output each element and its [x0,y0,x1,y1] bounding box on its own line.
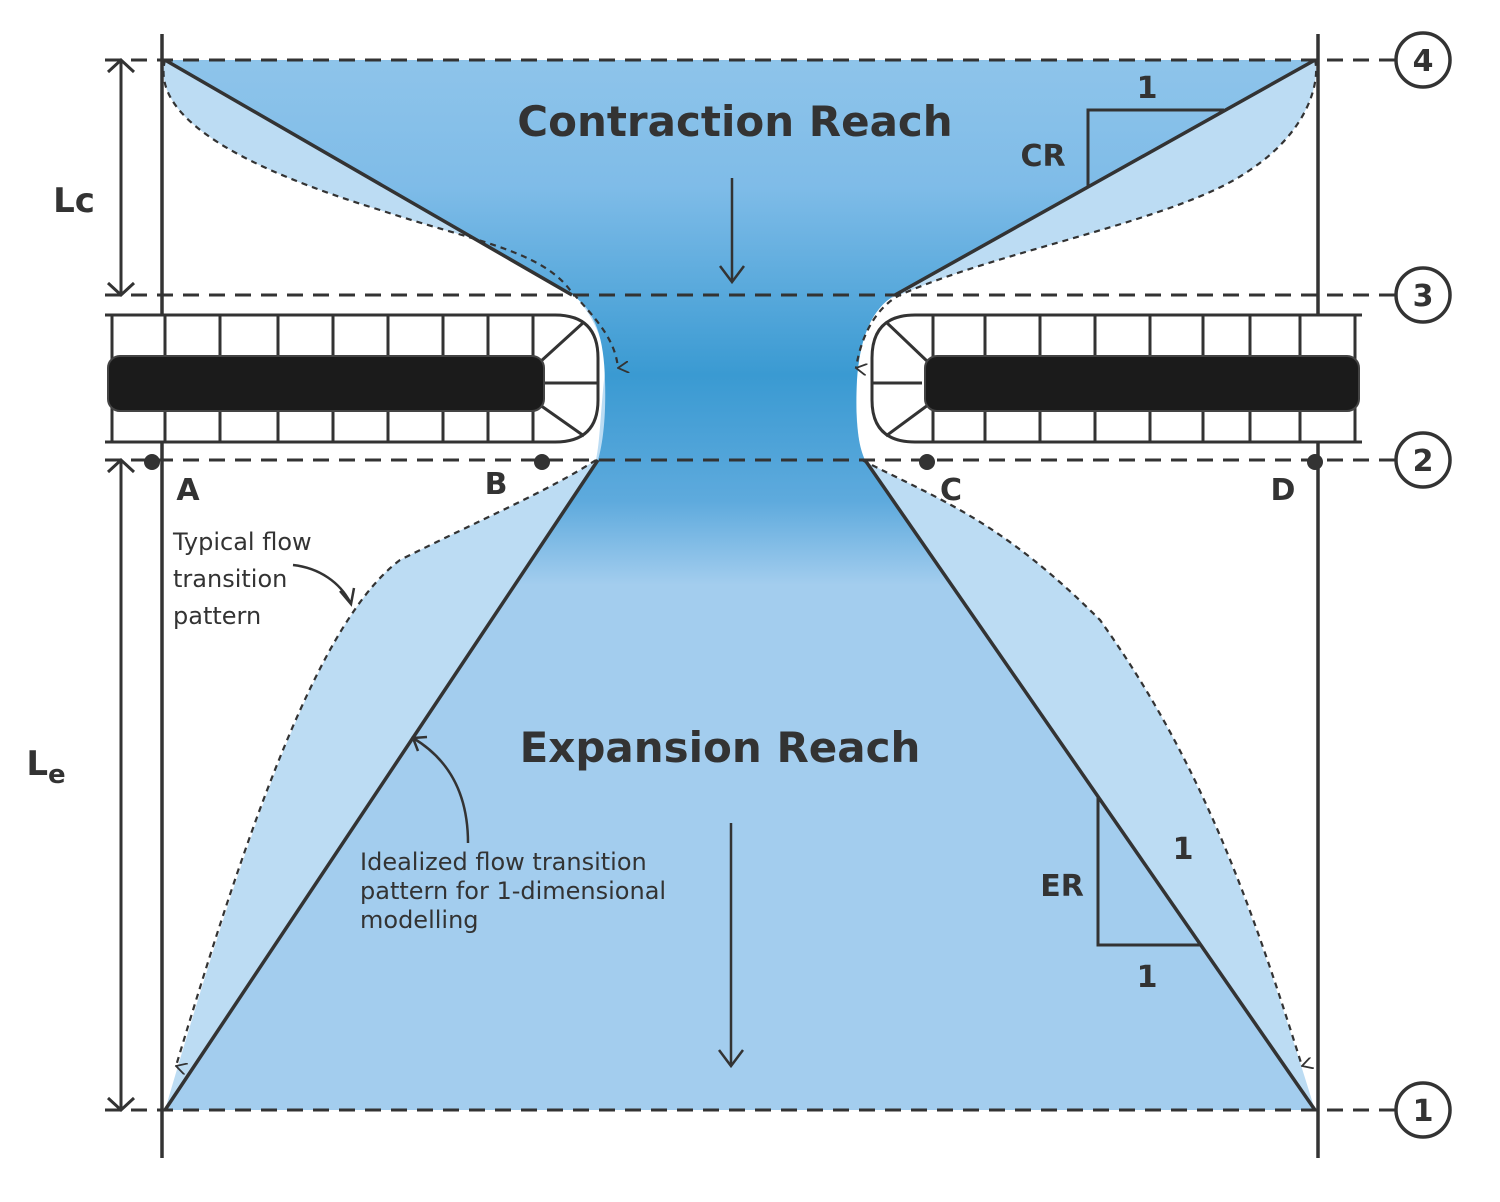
section-circles [1394,31,1452,1139]
le-label: Le [26,744,65,790]
ideal-line-lower-left [163,459,600,1111]
section-3-circle [1394,266,1452,324]
section-2-label: 2 [1413,444,1434,479]
section-4-label: 4 [1413,44,1434,79]
er-rise-label: 1 [1173,832,1194,867]
point-b-dot [534,454,550,470]
section-3-label: 3 [1413,279,1434,314]
point-d-dot [1307,454,1323,470]
ideal-line-upper-left [164,58,573,297]
expansion-reach-title: Expansion Reach [520,723,921,772]
section-1-circle [1394,1081,1452,1139]
contraction-reach-title: Contraction Reach [517,97,952,146]
lc-label: Lc [53,181,95,221]
ideal-line-upper-right [894,58,1316,297]
left-roadway [107,355,545,412]
bridge-points [144,454,1323,470]
typical-flow-boundaries [162,59,1318,1066]
point-label-b: B [485,467,508,502]
typical-flow-pointer [292,563,356,607]
cr-label: CR [1020,139,1065,174]
cross-section-lines [105,58,1395,1112]
er-run-label: 1 [1137,960,1158,995]
dimension-lines [106,57,136,1113]
section-2-circle [1394,431,1452,489]
point-label-d: D [1271,473,1296,508]
er-label: ER [1040,869,1084,904]
point-label-a: A [176,473,200,508]
section-1-label: 1 [1413,1094,1434,1129]
idealized-flow-region [165,60,1315,1110]
point-label-c: C [940,473,962,508]
idealized-flow-annotation: Idealized flow transition pattern for 1-… [360,848,674,934]
cr-ratio-triangle [1086,108,1224,187]
idealized-flow-pointer [411,735,470,844]
ideal-line-lower-right [863,459,1317,1111]
er-ratio-triangle [1096,797,1200,947]
right-roadway [924,355,1360,412]
point-a-dot [144,454,160,470]
point-c-dot [919,454,935,470]
cr-run-label: 1 [1137,71,1158,106]
section-4-circle [1394,31,1452,89]
typical-flow-annotation: Typical flow transition pattern [172,528,319,630]
flow-direction-arrows [718,178,745,1069]
